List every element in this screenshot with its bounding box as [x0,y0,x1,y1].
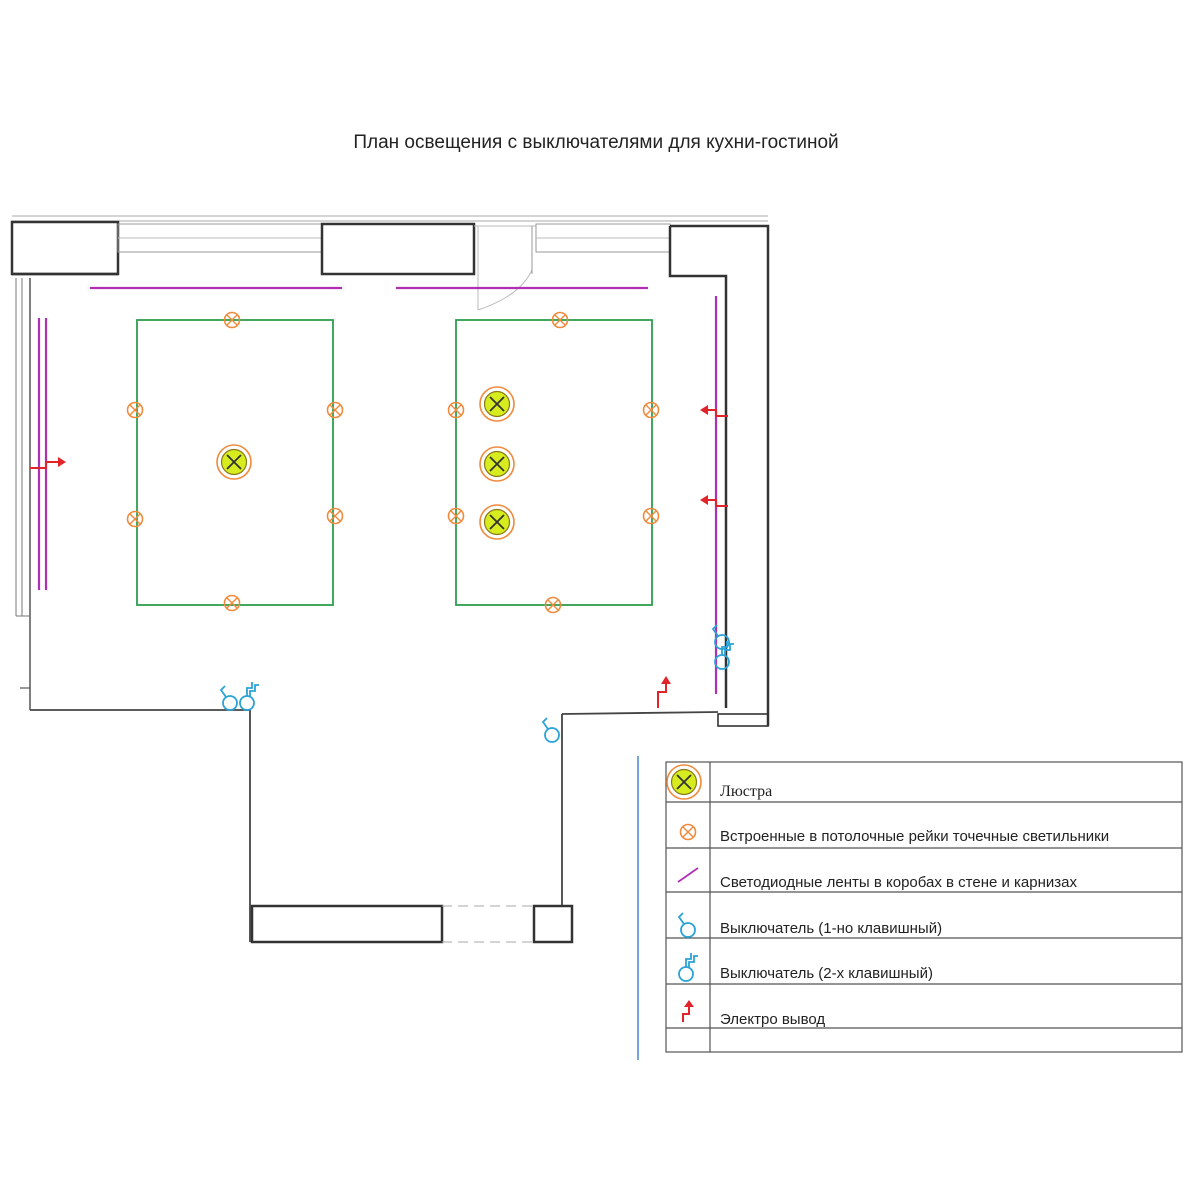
switch-pair-corridor [220,681,260,711]
legend-spotlight: Встроенные в потолочные рейки точечные с… [720,828,1109,845]
legend: Люстра Встроенные в потолочные рейки точ… [637,756,1183,1060]
outlet-right-wall-1 [700,405,728,417]
legend-switch-double: Выключатель (2-х клавишный) [720,965,933,982]
led-strips [37,286,718,694]
legend-switch-single: Выключатель (1-но клавишный) [720,920,942,937]
outlet-right-wall-2 [700,495,728,507]
electrical-outlet-icon [682,1000,694,1022]
legend-outlet: Электро вывод [720,1011,825,1028]
led-strip-icon [677,867,699,883]
ceiling-frames [136,319,653,606]
walls [10,215,770,944]
switch-corridor-right [542,717,560,743]
outlets [30,405,728,708]
chandeliers [216,386,515,540]
outlet-corner [657,676,671,708]
legend-led-strip: Светодиодные ленты в коробах в стене и к… [720,874,1077,891]
outlet-left-wall [30,457,66,469]
legend-chandelier: Люстра [720,783,772,800]
switches [220,624,735,743]
page-title: План освещения с выключателями для кухни… [353,132,839,153]
